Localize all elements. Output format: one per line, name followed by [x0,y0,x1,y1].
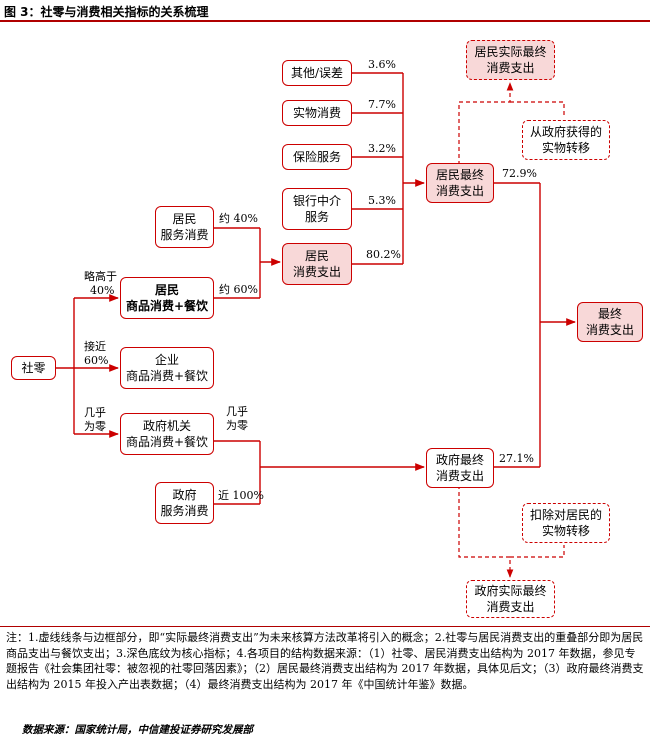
label-yue60: 约 60% [219,283,258,296]
footnote: 注：1.虚线线条与边框部分，即“实际最终消费支出”为未来核算方法改革将引入的概念… [6,631,644,691]
qiye-line2: 商品消费+餐饮 [125,369,209,383]
cong-zhengfu-line1: 从政府获得的 [529,125,602,139]
label-pct-shiwu: 7.7% [368,98,396,111]
kouchu-line2: 实物转移 [541,524,590,538]
zhengfu-zuizhong-line2: 消费支出 [435,469,484,483]
label-jihu-left-line2: 为零 [84,420,106,433]
qita-label: 其他/误差 [290,66,344,80]
jumin-shangpin-box: 居民商品消费+餐饮 [120,277,214,319]
notes-divider [0,626,650,627]
label-pct-qita: 3.6% [368,58,396,71]
label-jin100: 近 100% [218,489,264,502]
jumin-zuizhong-line1: 居民最终 [435,168,484,182]
kouchu-box: 扣除对居民的实物转移 [522,503,610,543]
label-jihu-right-line2: 为零 [226,419,248,432]
jumin-shiji-box: 居民实际最终消费支出 [466,40,555,80]
zhengfu-jiguan-line2: 商品消费+餐饮 [125,435,209,449]
zhengfu-zuizhong-line1: 政府最终 [435,453,484,467]
baoxian-label: 保险服务 [292,150,341,164]
zuizhong-line1: 最终 [597,307,622,321]
jumin-zuizhong-line2: 消费支出 [435,184,484,198]
label-pct-baoxian: 3.2% [368,142,396,155]
label-jiejin-line1: 接近 [84,340,106,353]
zhengfu-jiguan-line1: 政府机关 [142,419,191,433]
jumin-fuwu-line2: 服务消费 [160,228,209,242]
label-jihu-right: 几乎为零 [226,405,248,433]
jumin-xiaofei-line1: 居民 [304,249,329,263]
label-jihu-left-line1: 几乎 [84,406,106,419]
cong-zhengfu-line2: 实物转移 [541,141,590,155]
yinhang-line1: 银行中介 [292,194,341,208]
label-pct-271: 27.1% [499,452,534,465]
figure-title: 图 3：社零与消费相关指标的关系梳理 [4,5,209,19]
zhengfu-shiji-box: 政府实际最终消费支出 [466,580,555,618]
dashed-link-kouchu [510,545,565,558]
shiwu-box: 实物消费 [282,100,352,126]
jumin-xiaofei-box: 居民消费支出 [282,243,352,285]
zuizhong-line2: 消费支出 [585,323,634,337]
yinhang-line2: 服务 [304,210,329,224]
zhengfu-fuwu-box: 政府服务消费 [155,482,214,524]
qita-box: 其他/误差 [282,60,352,86]
jumin-shiji-line1: 居民实际最终 [474,45,547,59]
jumin-xiaofei-line2: 消费支出 [292,265,341,279]
label-pct-jumin: 80.2% [366,248,401,261]
zhengfu-fuwu-line1: 政府 [172,488,197,502]
label-jiejin-line2: 60% [84,354,109,367]
shelin-label: 社零 [21,361,46,375]
qiye-box: 企业商品消费+餐饮 [120,347,214,389]
dashed-arrow-to-jumin-shiji [458,82,514,165]
qiye-line1: 企业 [154,353,179,367]
label-pct-yinhang: 5.3% [368,194,396,207]
dashed-arrow-to-zhengfu-shiji [458,485,514,578]
zhengfu-fuwu-line2: 服务消费 [160,504,209,518]
zhengfu-jiguan-box: 政府机关商品消费+餐饮 [120,413,214,455]
yinhang-box: 银行中介服务 [282,188,352,230]
jumin-shangpin-line1: 居民 [154,283,179,297]
label-yue40: 约 40% [219,212,258,225]
kouchu-line1: 扣除对居民的 [529,508,602,522]
dashed-link-cong-zhengfu [510,101,565,118]
jumin-zuizhong-box: 居民最终消费支出 [426,163,494,203]
shelin-box: 社零 [11,356,56,380]
zhengfu-shiji-line2: 消费支出 [486,600,535,614]
zhengfu-zuizhong-box: 政府最终消费支出 [426,448,494,488]
jumin-shiji-line2: 消费支出 [486,61,535,75]
zuizhong-box: 最终消费支出 [577,302,643,342]
zhengfu-shiji-line1: 政府实际最终 [474,584,547,598]
label-luegao-line1: 略高于 [84,270,117,283]
shiwu-label: 实物消费 [292,106,341,120]
title-divider [0,20,650,22]
label-luegao-line2: 40% [90,284,115,297]
data-source: 数据来源：国家统计局，中信建投证券研究发展部 [22,724,253,736]
jumin-fuwu-box: 居民服务消费 [155,206,214,248]
label-pct-729: 72.9% [502,167,537,180]
jumin-fuwu-line1: 居民 [172,212,197,226]
baoxian-box: 保险服务 [282,144,352,170]
label-jihu-right-line1: 几乎 [226,405,248,418]
jumin-shangpin-line2: 商品消费+餐饮 [125,299,209,313]
cong-zhengfu-box: 从政府获得的实物转移 [522,120,610,160]
label-jihu-left: 几乎为零 [84,406,106,434]
